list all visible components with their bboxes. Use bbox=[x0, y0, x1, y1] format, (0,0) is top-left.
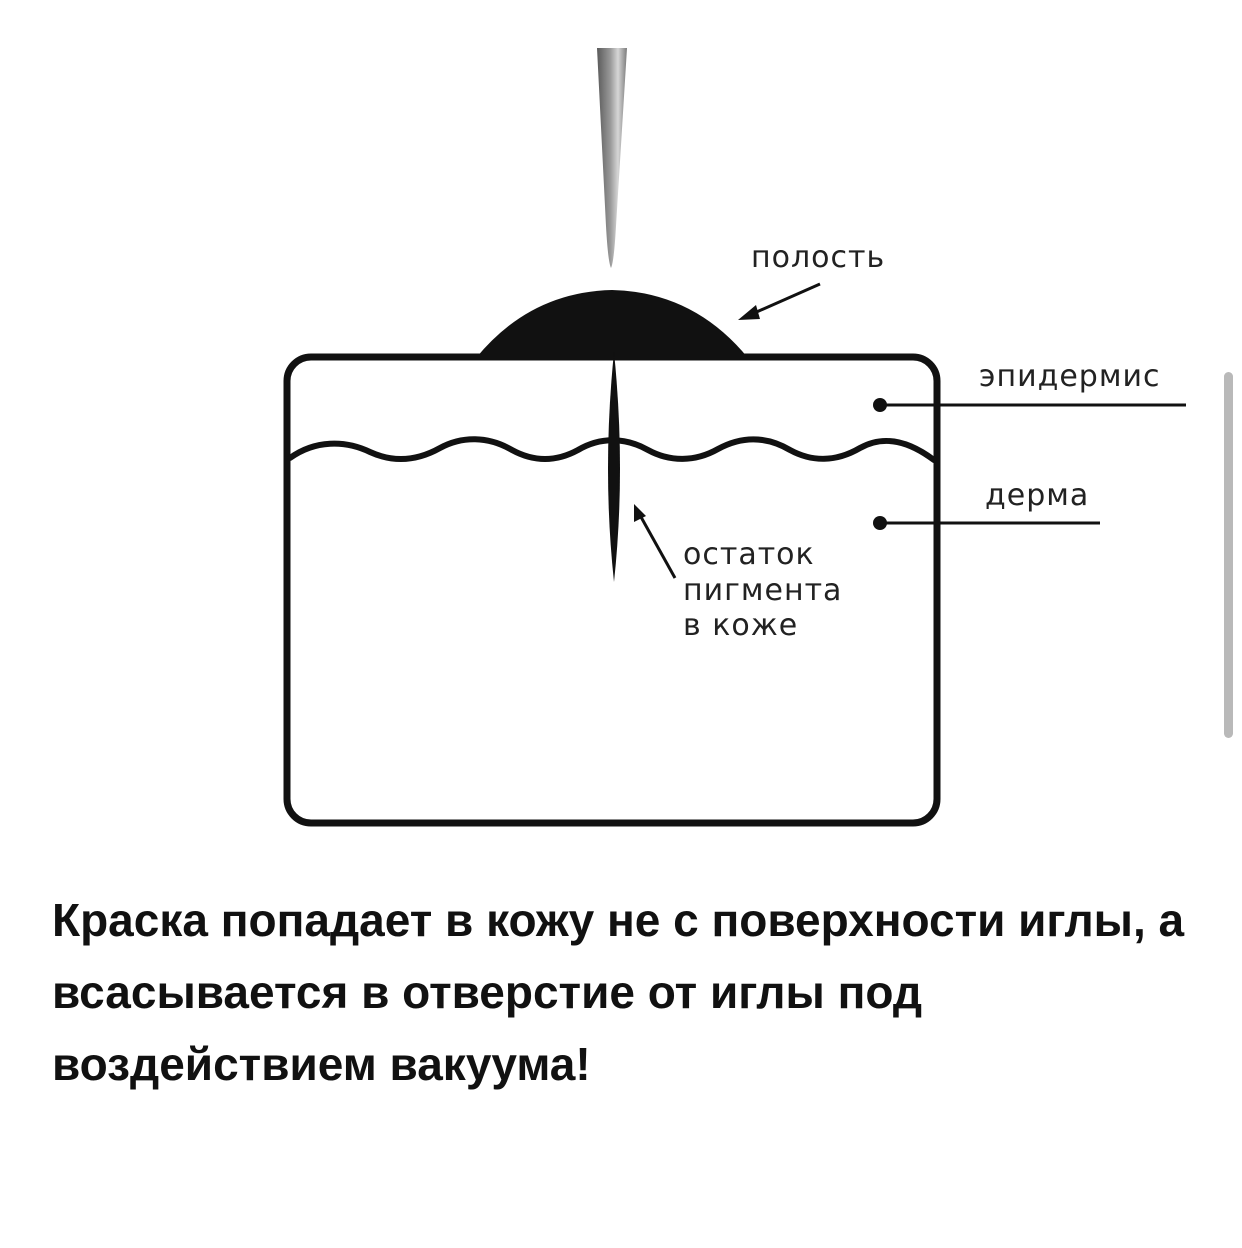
cavity-arrow bbox=[751, 282, 821, 316]
skin-box bbox=[283, 353, 941, 827]
cavity-label: полость bbox=[751, 240, 885, 275]
pigment-label-line2: пигмента bbox=[683, 573, 842, 608]
needle-icon bbox=[597, 48, 627, 268]
pigment-arrowhead bbox=[634, 504, 646, 522]
epidermis-label: эпидермис bbox=[979, 359, 1160, 394]
cavity-arrowhead bbox=[738, 305, 760, 320]
scrollbar[interactable] bbox=[1224, 372, 1233, 738]
pigment-arrow bbox=[639, 516, 677, 579]
pigment-label-line3: в коже bbox=[683, 608, 798, 643]
dermis-label: дерма bbox=[985, 478, 1089, 513]
pigment-label-line1: остаток bbox=[683, 537, 815, 572]
skin-diagram: полость эпидермис дерма остаток пигмента… bbox=[283, 48, 1186, 827]
caption-text: Краска попадает в кожу не с поверхности … bbox=[52, 894, 1185, 1090]
cavity-dome bbox=[476, 290, 748, 358]
pigment-channel bbox=[608, 352, 620, 582]
